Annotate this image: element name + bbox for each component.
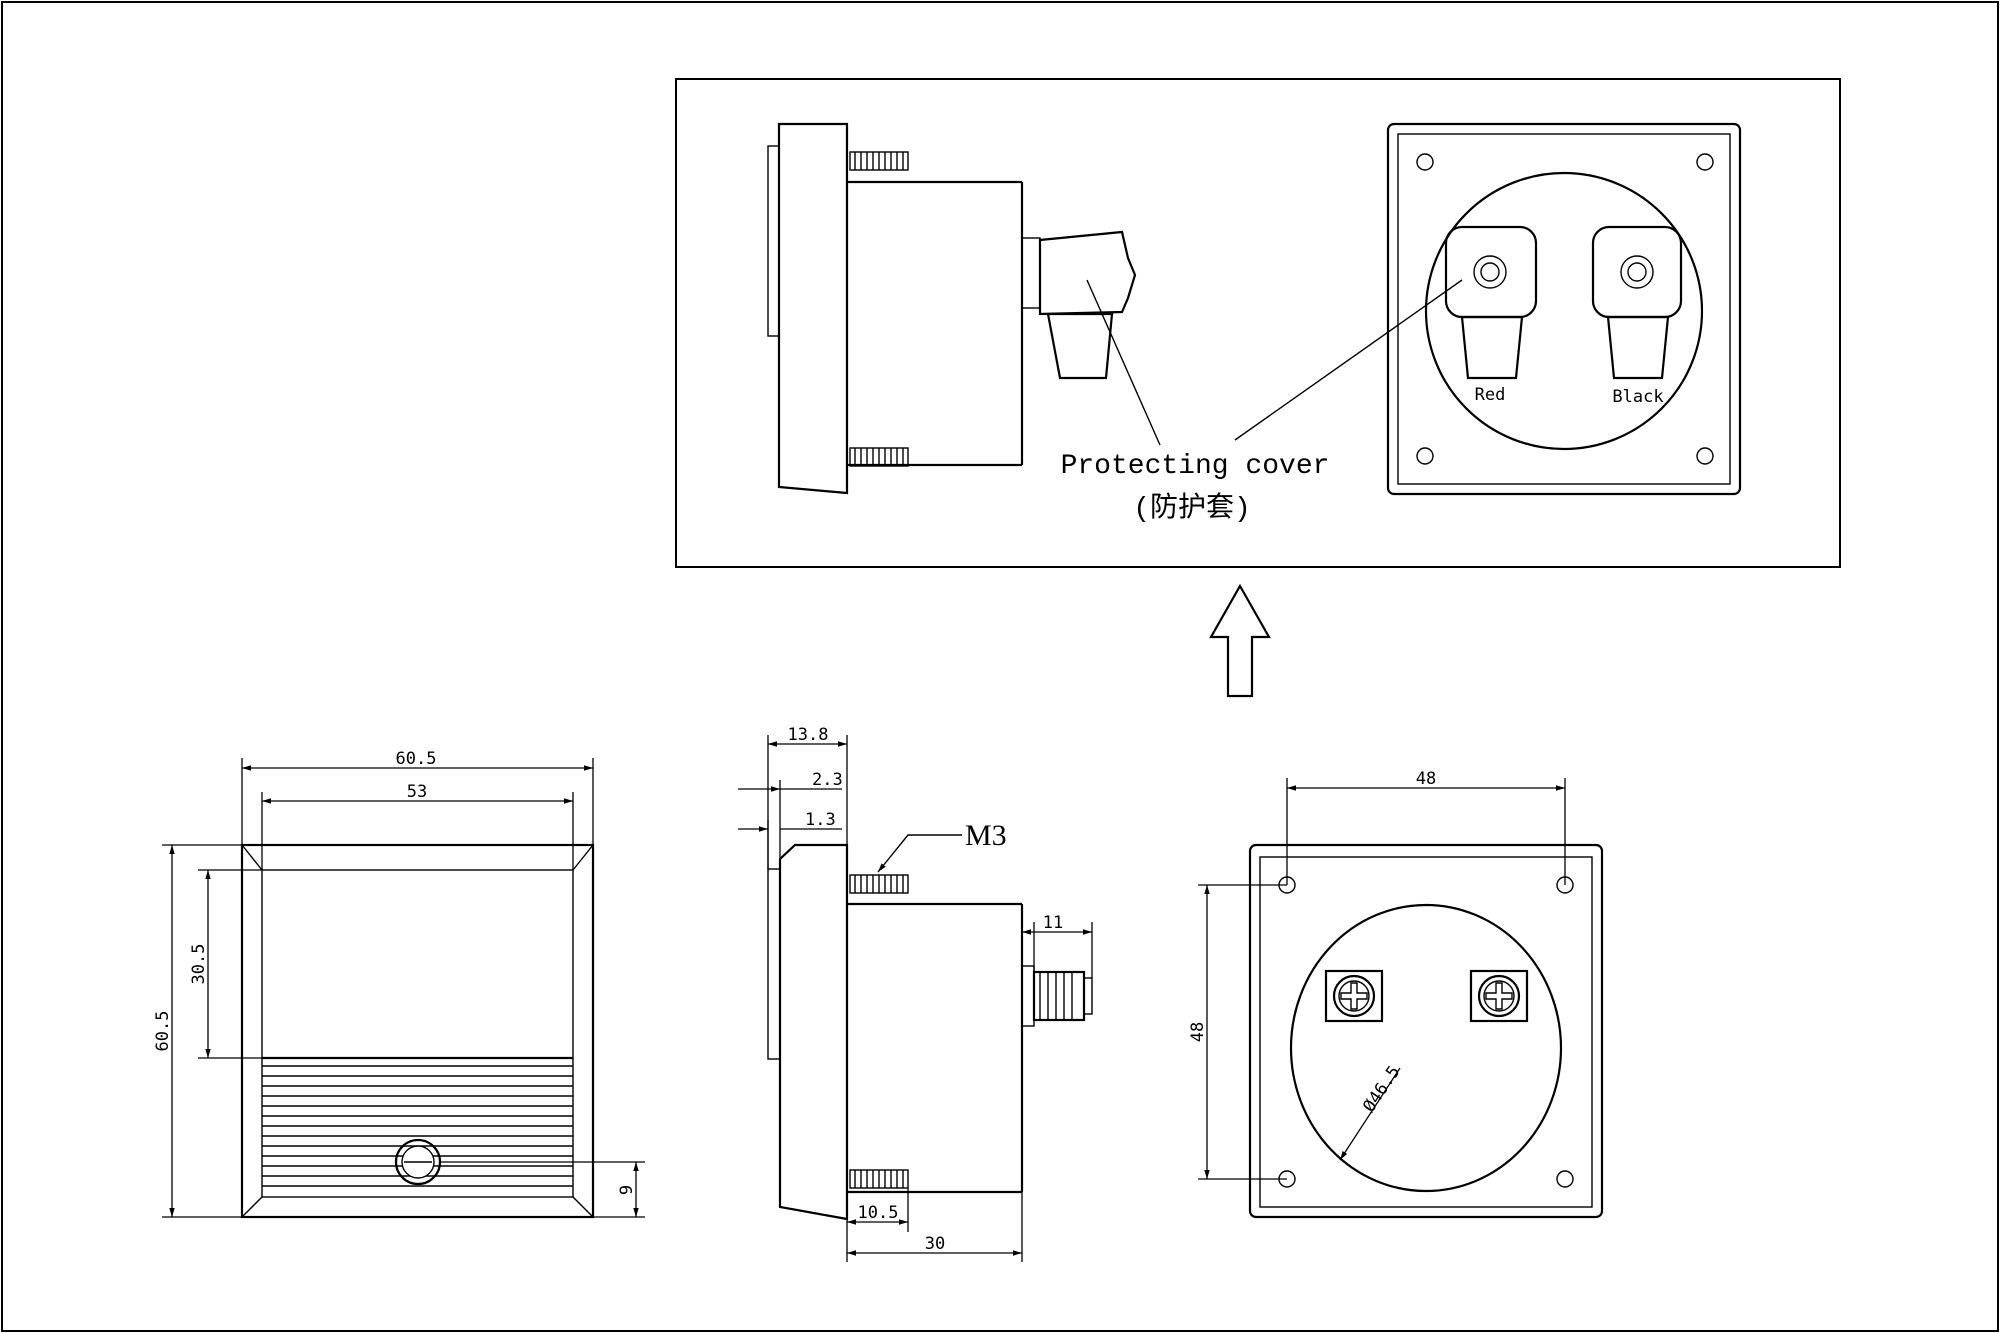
scale-hatching xyxy=(262,1065,573,1187)
dim-front-height-outer: 60.5 xyxy=(153,1011,173,1052)
dim-body-depth: 30 xyxy=(925,1234,945,1254)
dim-step-b: 1.3 xyxy=(805,810,836,830)
thread-label: M3 xyxy=(965,819,1007,852)
inset-back-view: Red Black xyxy=(1386,122,1742,496)
dim-adjuster-offset: 9 xyxy=(617,1185,637,1195)
side-terminal-screw xyxy=(1021,965,1093,1027)
back-view: Ø46.5 48 48 xyxy=(1188,769,1604,1219)
dim-front-width-inner: 53 xyxy=(407,782,427,802)
dim-step-a: 2.3 xyxy=(812,770,843,790)
cover-leader-left xyxy=(1086,279,1161,446)
protecting-cover-label-cn: (防护套) xyxy=(1133,491,1251,525)
m3-leader xyxy=(877,834,962,873)
dim-bezel-depth: 13.8 xyxy=(788,725,829,745)
dim-terminal-length: 11 xyxy=(1043,913,1063,933)
view-direction-arrow xyxy=(1209,583,1271,698)
side-view: M3 13.8 2.3 1.3 10.5 30 11 xyxy=(738,725,1093,1262)
red-terminal-cover xyxy=(1444,225,1538,380)
dim-front-width-outer: 60.5 xyxy=(396,749,437,769)
terminal-screw-right xyxy=(1469,969,1529,1023)
dim-body-diameter: Ø46.5 xyxy=(1359,1062,1404,1116)
terminal-screw-left xyxy=(1324,969,1384,1023)
cover-leader-right xyxy=(1234,279,1463,441)
inset-cover-side xyxy=(1021,230,1137,380)
inset-panel: Red Black Protecting cover (防护套) xyxy=(675,78,1841,568)
dim-line-body-diameter xyxy=(1339,1067,1401,1161)
protecting-cover-label: Protecting cover xyxy=(1061,451,1330,482)
front-view: 60.5 53 60.5 30.5 9 xyxy=(153,749,645,1219)
dim-hole-spacing-v: 48 xyxy=(1188,1022,1208,1042)
terminal-black-label: Black xyxy=(1612,387,1663,407)
meter-body-circle xyxy=(1289,903,1563,1193)
dim-stud-length: 10.5 xyxy=(858,1203,899,1223)
black-terminal-cover xyxy=(1591,225,1683,380)
dim-hole-spacing-h: 48 xyxy=(1416,769,1436,789)
mount-hole-br xyxy=(1556,1170,1574,1188)
terminal-red-label: Red xyxy=(1475,385,1506,405)
inset-side-view xyxy=(767,122,1137,495)
dim-front-window-height: 30.5 xyxy=(189,944,209,985)
